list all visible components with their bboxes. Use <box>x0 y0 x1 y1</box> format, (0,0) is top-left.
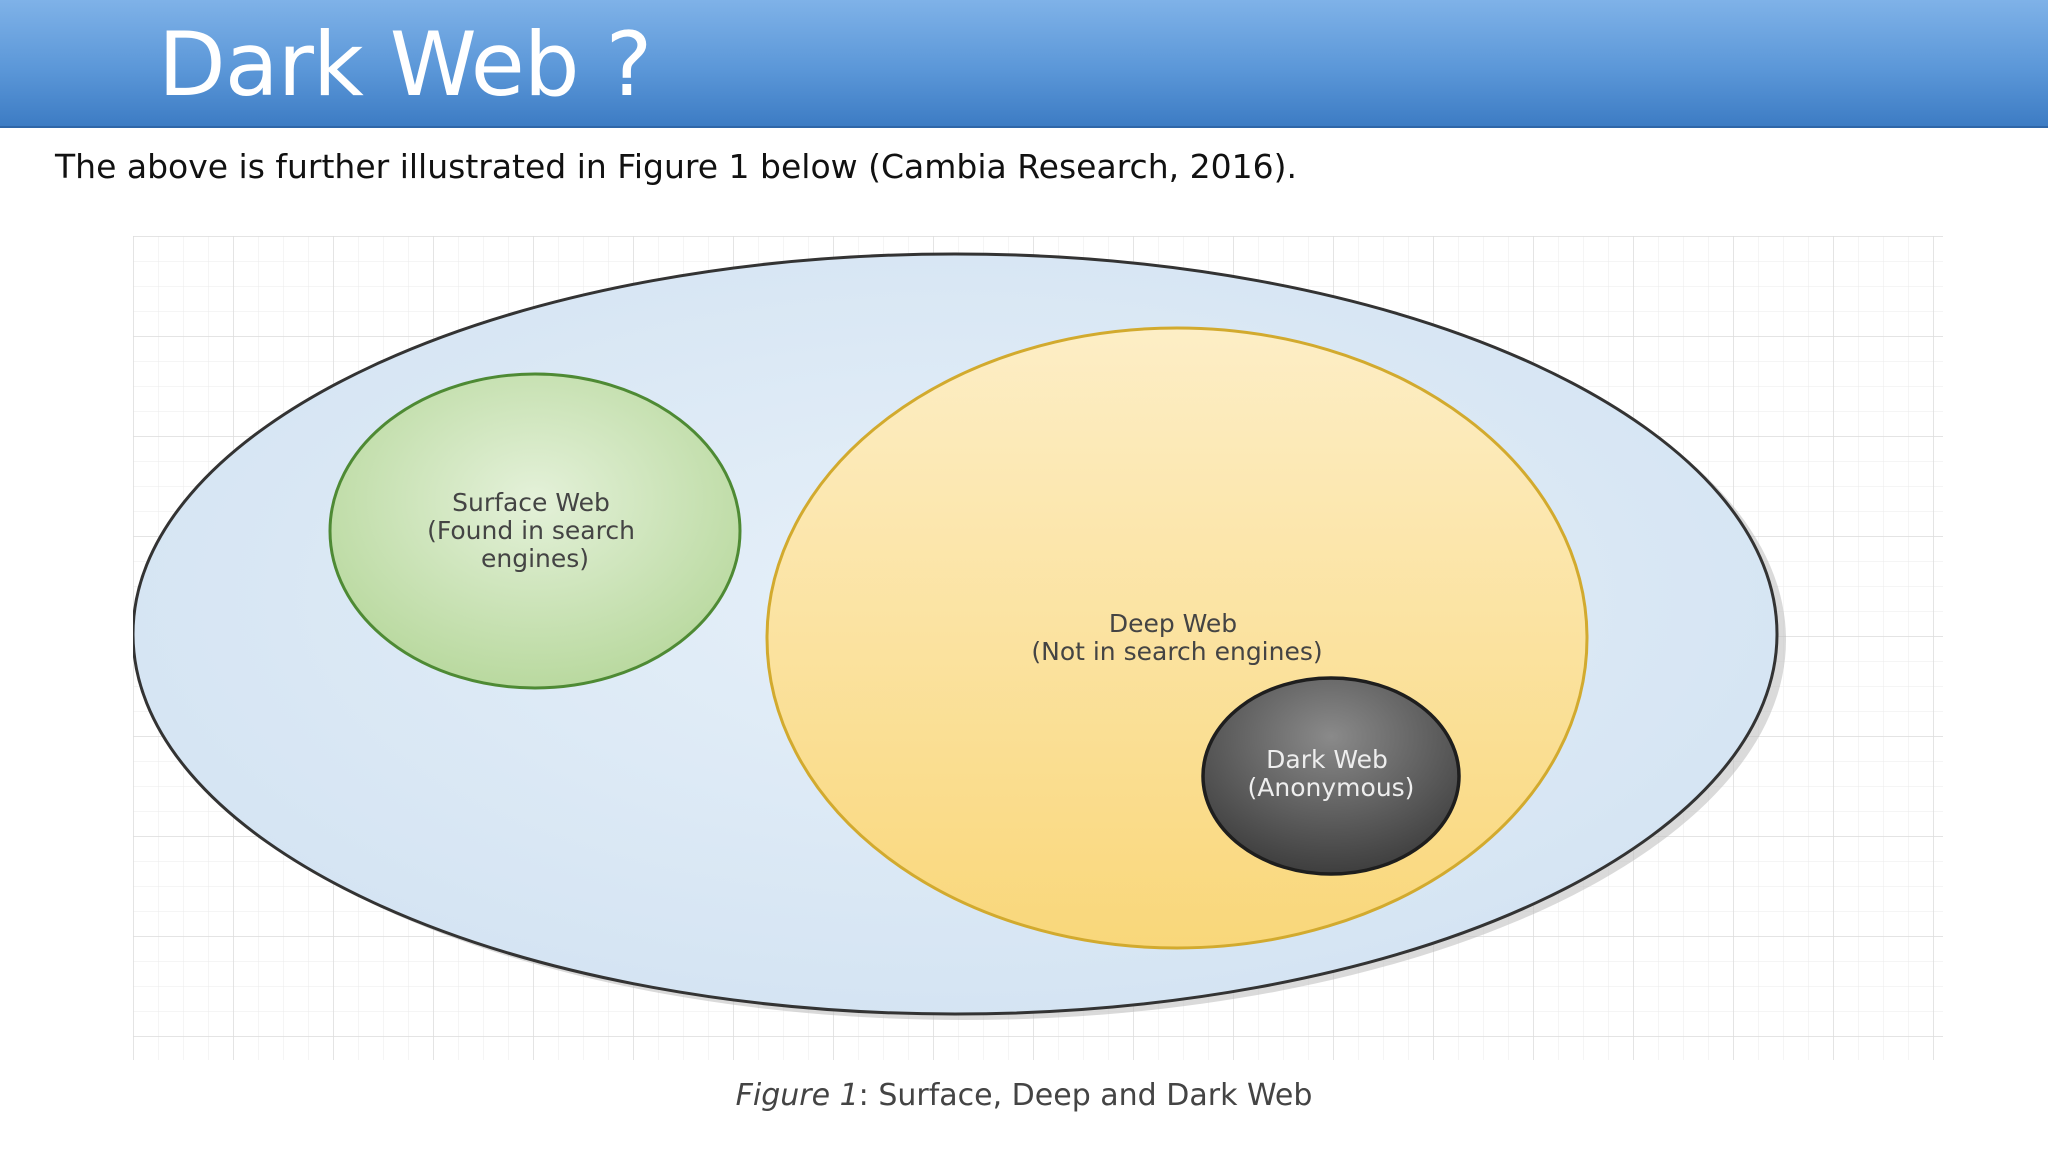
surface-web-circle <box>328 372 742 690</box>
svg-text:Deep Web (Not in searc: Deep Web (Not in search engines) <box>1031 609 1322 666</box>
intro-text: The above is further illustrated in Figu… <box>55 147 1297 186</box>
dark-web-label-line1: Dark Web <box>1266 745 1388 774</box>
slide-title: Dark Web ? <box>158 13 652 116</box>
figure-caption: Figure 1: Surface, Deep and Dark Web <box>0 1078 2048 1113</box>
venn-diagram: Surface Web (Found in search engines) De… <box>133 236 1943 1060</box>
deep-web-label-line1: Deep Web <box>1109 609 1237 638</box>
surface-web-label-line2: (Found in search <box>427 516 635 545</box>
svg-text:Surface Web (Found in: Surface Web (Found in search engines) <box>427 488 643 573</box>
svg-text:Dark Web (Anonymous): Dark Web (Anonymous) <box>1248 745 1415 802</box>
surface-web-label-line1: Surface Web <box>452 488 610 517</box>
caption-prefix: Figure 1 <box>735 1078 859 1113</box>
deep-web-label-line2: (Not in search engines) <box>1031 637 1322 666</box>
dark-web-circle <box>1201 676 1461 876</box>
caption-text: : Surface, Deep and Dark Web <box>858 1078 1313 1113</box>
surface-web-label-line3: engines) <box>481 544 589 573</box>
dark-web-label-line2: (Anonymous) <box>1248 773 1415 802</box>
title-bar: Dark Web ? <box>0 0 2048 128</box>
